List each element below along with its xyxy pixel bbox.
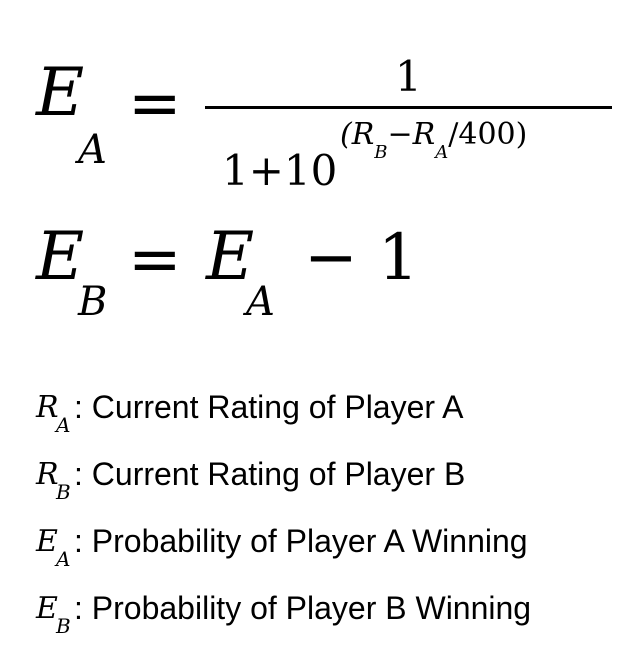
eq1-lhs-symbol: E: [36, 54, 85, 131]
eq1-equals-sign: =: [128, 67, 182, 141]
legend-description: : Probability of Player A Winning: [74, 523, 528, 559]
legend-subscript: B: [56, 614, 71, 638]
legend-description: : Current Rating of Player B: [74, 456, 466, 492]
eq1-fraction-bar: [205, 106, 612, 109]
eq2-constant: 1: [378, 221, 419, 295]
legend-item-ea: E A : Probability of Player A Winning: [36, 523, 636, 587]
eq1-numerator: 1: [395, 52, 422, 101]
legend-description: : Current Rating of Player A: [74, 389, 464, 425]
legend-symbol: R: [36, 457, 59, 492]
legend-subscript: B: [56, 480, 71, 504]
eq1-exp-open: (R: [340, 117, 375, 152]
legend-symbol: E: [36, 591, 58, 626]
eq2-minus-sign: −: [304, 221, 358, 295]
eq2-rhs-symbol: E: [206, 218, 255, 295]
legend-subscript: A: [56, 547, 71, 571]
eq1-exponent: (RB−RA/400): [340, 117, 528, 162]
eq1-exp-sub-a: A: [435, 142, 449, 163]
legend-description: : Probability of Player B Winning: [74, 590, 532, 626]
eq2-lhs-subscript: B: [78, 279, 108, 325]
eq1-exp-close: /400): [448, 117, 528, 152]
legend-item-eb: E B : Probability of Player B Winning: [36, 590, 636, 654]
legend-subscript: A: [56, 413, 71, 437]
eq1-exp-mid: −R: [387, 117, 436, 152]
eq2-rhs-subscript: A: [246, 279, 275, 325]
legend-symbol: R: [36, 390, 59, 425]
eq1-lhs-subscript: A: [78, 127, 107, 173]
legend-symbol: E: [36, 524, 58, 559]
eq2-equals-sign: =: [128, 223, 182, 297]
eq1-exp-sub-b: B: [374, 142, 388, 163]
eq1-denominator-base: 1+10: [222, 146, 338, 195]
legend-item-ra: R A : Current Rating of Player A: [36, 389, 636, 453]
eq2-lhs-symbol: E: [36, 218, 85, 295]
legend-item-rb: R B : Current Rating of Player B: [36, 456, 636, 520]
